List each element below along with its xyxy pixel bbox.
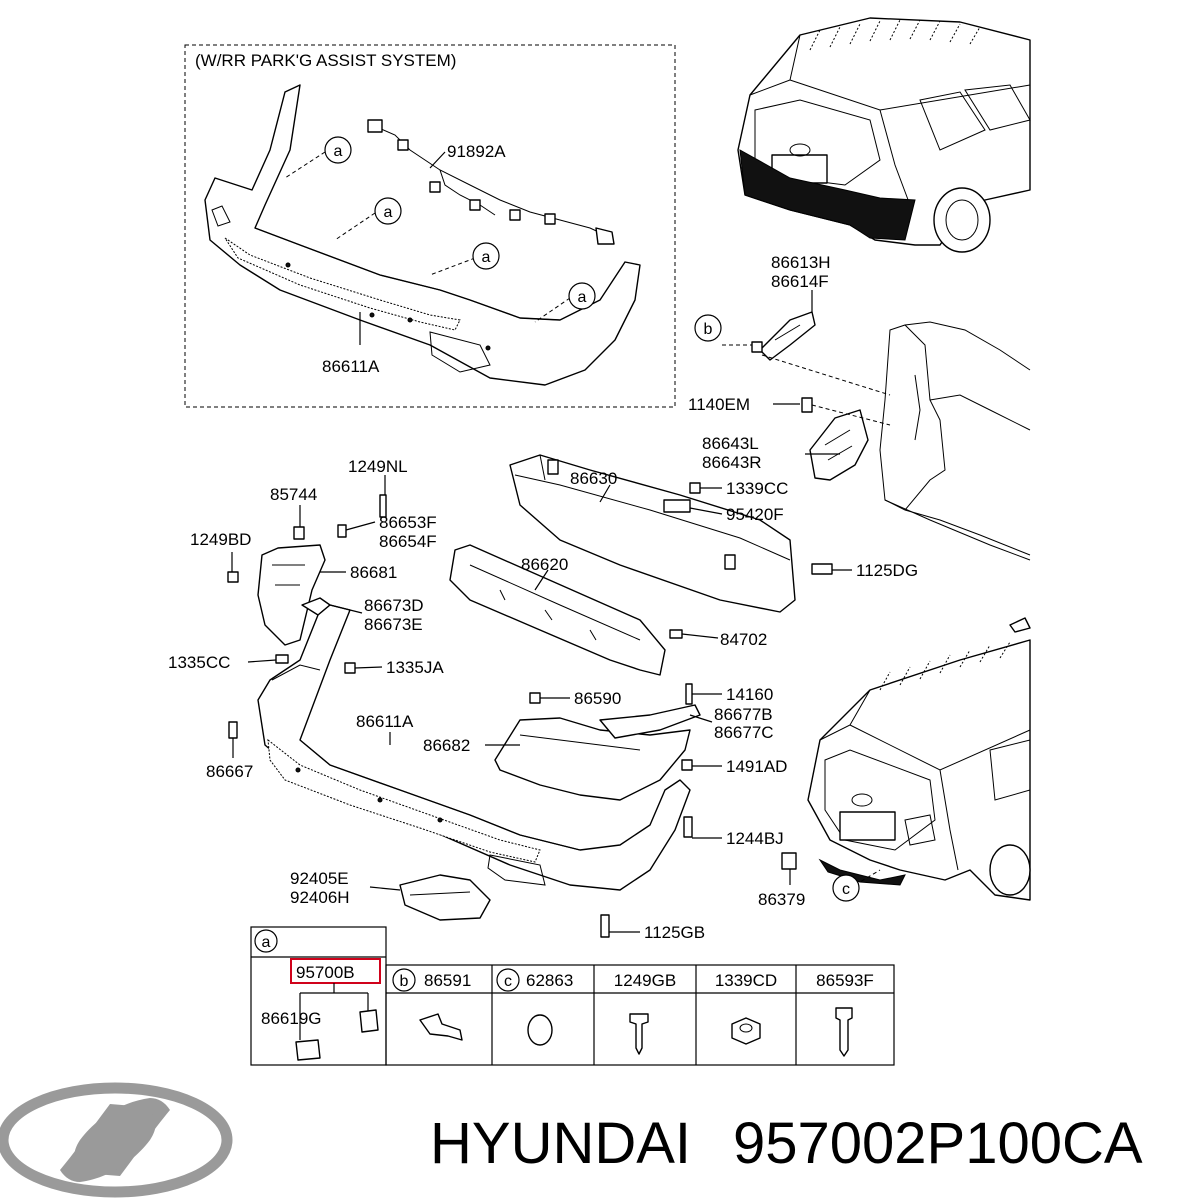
body-panel-right [879,321,1031,561]
legend-sensor-holder: 86619G [261,1009,322,1028]
legend-table: a 95700B 86619G b 86591 c 62863 1249GB 1… [250,926,895,1066]
callout-b [694,314,722,342]
part-number: 957002P100CA [733,1111,1143,1176]
label-92405e: 92405E [290,869,349,888]
label-86611a: 86611A [356,712,414,731]
legend-col-1-marker: b [400,973,409,990]
nut-icon [731,1017,761,1045]
label-1249nl: 1249NL [348,457,408,476]
legend-a-marker: a [262,934,271,951]
legend-col-1-part: 86591 [424,971,471,990]
callout-a-1-text: a [334,143,343,160]
label-86643r: 86643R [702,453,762,472]
highlight-box [290,958,381,984]
cap-icon [527,1014,553,1046]
bolt-icon [835,1007,853,1057]
label-86379: 86379 [758,890,805,909]
inset-border [184,44,676,408]
callout-a-2 [374,197,402,225]
car-rear-view-bottom [807,617,1031,901]
label-86677b: 86677B [714,705,773,724]
label-86613h: 86613H [771,253,831,272]
brand-name: HYUNDAI [430,1111,691,1176]
label-86653f: 86653F [379,513,437,532]
label-14160: 14160 [726,685,773,704]
label-1491ad: 1491AD [726,757,787,776]
car-rear-view-top [737,17,1031,253]
label-86667: 86667 [206,762,253,781]
label-86682: 86682 [423,736,470,755]
label-86643l: 86643L [702,434,759,453]
callout-a-4-text: a [578,289,587,306]
inset-harness-drawing [367,119,615,245]
hyundai-logo-icon [0,1082,233,1198]
callout-b-text: b [704,321,713,338]
label-1125dg: 1125DG [856,561,918,580]
legend-sensor-part: 95700B [296,963,355,982]
label-1125gb: 1125GB [644,923,705,942]
callout-a-3-text: a [482,249,491,266]
label-86620: 86620 [521,555,568,574]
inset-park-assist: (W/RR PARK'G ASSIST SYSTEM) [184,44,676,408]
label-inset-86611a: 86611A [322,357,380,376]
leader-lines [231,290,891,933]
callout-a-4 [568,282,596,310]
label-1335cc: 1335CC [168,653,230,672]
label-86654f: 86654F [379,532,437,551]
label-86590: 86590 [574,689,621,708]
label-1335ja: 1335JA [386,658,444,677]
label-85744: 85744 [270,485,317,504]
inset-title: (W/RR PARK'G ASSIST SYSTEM) [195,51,456,70]
label-91892a: 91892A [447,142,506,161]
label-84702: 84702 [720,630,767,649]
main-parts-drawing [227,311,869,938]
clip-icon [419,1013,463,1041]
label-86614f: 86614F [771,272,829,291]
label-1140em: 1140EM [688,395,750,414]
label-86673e: 86673E [364,615,423,634]
label-86630: 86630 [570,469,617,488]
callout-a-3 [472,242,500,270]
legend-col-2-marker: c [504,973,512,990]
legend-col-4-part: 1339CD [715,971,777,990]
label-86677c: 86677C [714,723,774,742]
label-95420f: 95420F [726,505,784,524]
label-1249bd: 1249BD [190,530,251,549]
callout-c-text: c [842,881,850,898]
label-86681: 86681 [350,563,397,582]
callout-c [832,874,860,902]
label-1339cc: 1339CC [726,479,788,498]
inset-bumper-drawing [204,84,641,386]
legend-col-2-part: 62863 [526,971,573,990]
legend-col-3-part: 1249GB [614,971,676,990]
legend-col-5-part: 86593F [816,971,874,990]
label-1244bj: 1244BJ [726,829,784,848]
label-92406h: 92406H [290,888,350,907]
screw-icon [629,1013,649,1055]
callout-a-1 [324,136,352,164]
callout-a-2-text: a [384,204,393,221]
label-86673d: 86673D [364,596,424,615]
part-labels: 86613H 86614F 1140EM 86643L 86643R 1249N… [168,253,918,942]
